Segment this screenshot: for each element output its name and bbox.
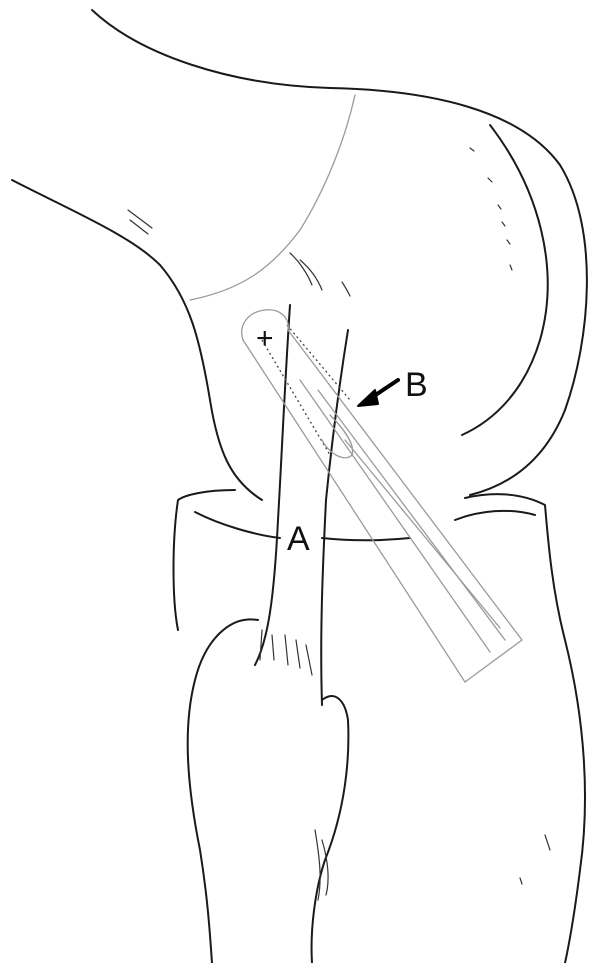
label-b: B	[405, 366, 428, 404]
arrow-to-b	[358, 380, 398, 406]
tibia	[174, 490, 586, 963]
label-a: A	[287, 520, 310, 558]
fibula	[188, 619, 349, 963]
plus-marker: +	[256, 322, 274, 355]
ligament-a	[255, 305, 350, 705]
